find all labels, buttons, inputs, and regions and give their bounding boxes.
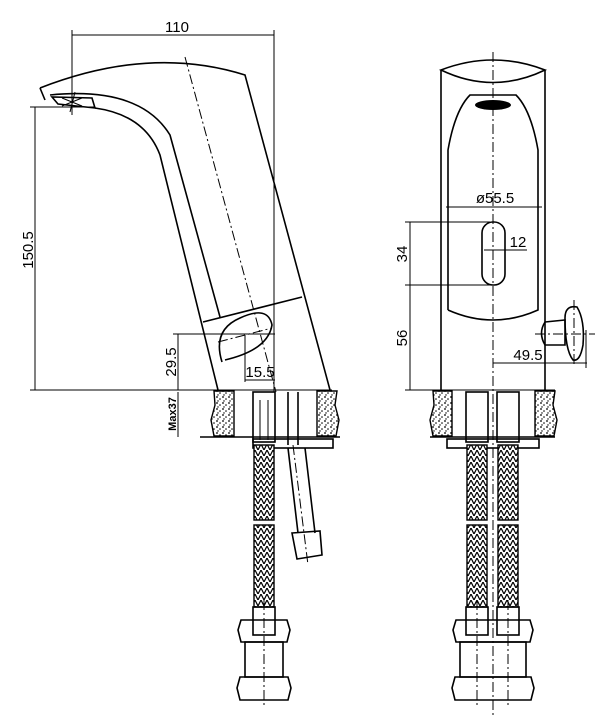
outlet-pipe-side [287,444,323,566]
dimension-sensor-height: 29.5 [163,333,275,390]
dim-label-49-5: 49.5 [513,347,542,364]
aerator [475,100,511,110]
dimension-body-diameter: ø55.5 [446,190,542,208]
dim-label-diameter: ø55.5 [476,190,514,207]
front-view: ø55.5 12 34 56 49.5 [394,52,595,718]
side-knob [535,300,595,365]
sensor-window [481,221,506,286]
dimension-spout-height: 150.5 [20,106,95,390]
dimension-sensor-width: 12 [484,234,527,251]
dim-label-max37: Max37 [167,397,179,431]
side-view: 110 150.5 29.5 [20,19,340,705]
supply-hoses-front [451,444,535,705]
supply-hose-side [236,444,292,705]
dimension-sensor-offset: 15.5 [244,335,275,382]
dimension-sensor-length: 34 56 [394,221,490,390]
dim-label-12: 12 [510,234,527,251]
dimension-spout-reach: 110 [71,19,275,392]
faucet-body-front [438,52,548,718]
dim-label-56: 56 [394,330,411,347]
dim-label-150-5: 150.5 [20,231,37,269]
dim-label-15-5: 15.5 [245,364,274,381]
dim-label-110: 110 [165,19,189,36]
spout-body [39,56,331,393]
countertop-section: Max37 [167,390,340,449]
dim-label-34: 34 [394,246,411,263]
countertop-section-front [429,390,558,449]
dim-label-29-5: 29.5 [163,347,180,376]
dimension-knob-offset: 49.5 [493,330,587,368]
